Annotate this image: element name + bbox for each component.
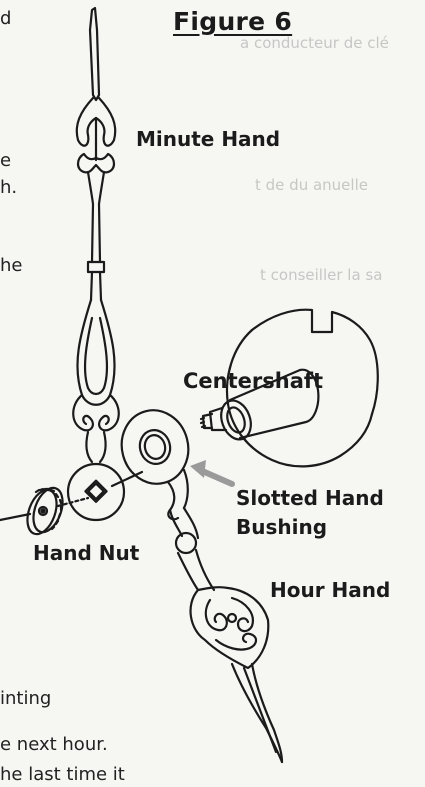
hour-hand-drawing <box>114 403 282 762</box>
centershaft-label: Centershaft <box>183 369 323 393</box>
hour-hand-label: Hour Hand <box>270 578 390 602</box>
slotted-hand-bushing-label: Slotted Hand <box>236 486 384 510</box>
minute-hand-label: Minute Hand <box>136 127 280 151</box>
bushing-pointer-arrow <box>190 460 232 484</box>
figure-title: Figure 6 <box>173 7 292 36</box>
minute-hand-drawing <box>68 8 124 520</box>
slotted-hand-bushing-label-line2: Bushing <box>236 515 327 539</box>
hand-nut-label: Hand Nut <box>33 541 139 565</box>
